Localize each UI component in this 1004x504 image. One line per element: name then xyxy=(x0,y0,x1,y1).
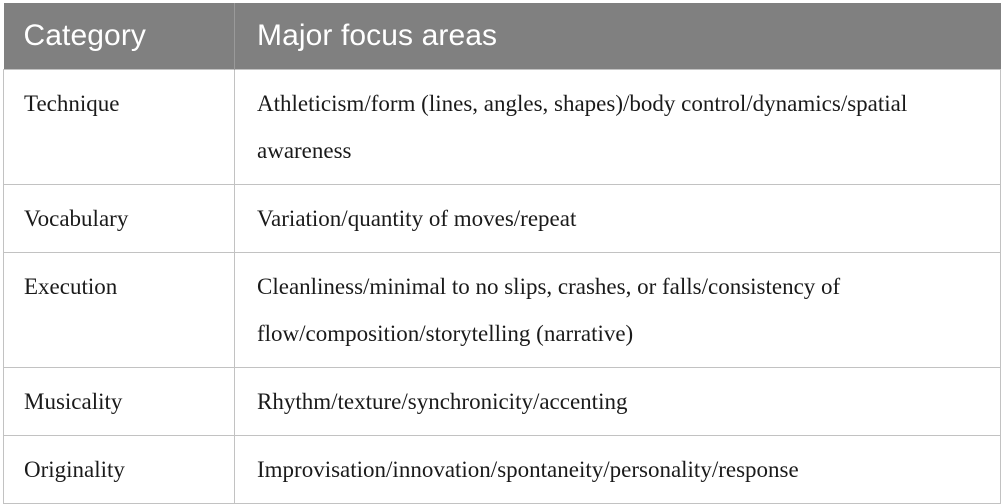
cell-category-musicality: Musicality xyxy=(3,367,235,436)
table-body: Technique Athleticism/form (lines, angle… xyxy=(3,69,1001,504)
table-row: Execution Cleanliness/minimal to no slip… xyxy=(3,252,1001,368)
table-row: Originality Improvisation/innovation/spo… xyxy=(3,435,1001,504)
cell-category-vocabulary: Vocabulary xyxy=(3,184,235,253)
table-row: Musicality Rhythm/texture/synchronicity/… xyxy=(3,367,1001,436)
cell-category-originality: Originality xyxy=(3,435,235,504)
header-row: Category Major focus areas xyxy=(3,3,1001,70)
column-header-major-focus-areas: Major focus areas xyxy=(234,3,1001,70)
cell-focus-execution: Cleanliness/minimal to no slips, crashes… xyxy=(234,252,1001,368)
cell-category-execution: Execution xyxy=(3,252,235,368)
criteria-table: Category Major focus areas Technique Ath… xyxy=(3,3,1001,504)
column-header-category: Category xyxy=(3,3,235,70)
table-row: Vocabulary Variation/quantity of moves/r… xyxy=(3,184,1001,253)
cell-focus-musicality: Rhythm/texture/synchronicity/accenting xyxy=(234,367,1001,436)
cell-focus-vocabulary: Variation/quantity of moves/repeat xyxy=(234,184,1001,253)
cell-focus-technique: Athleticism/form (lines, angles, shapes)… xyxy=(234,69,1001,185)
cell-category-technique: Technique xyxy=(3,69,235,185)
table-header: Category Major focus areas xyxy=(3,3,1001,70)
table-row: Technique Athleticism/form (lines, angle… xyxy=(3,69,1001,185)
cell-focus-originality: Improvisation/innovation/spontaneity/per… xyxy=(234,435,1001,504)
